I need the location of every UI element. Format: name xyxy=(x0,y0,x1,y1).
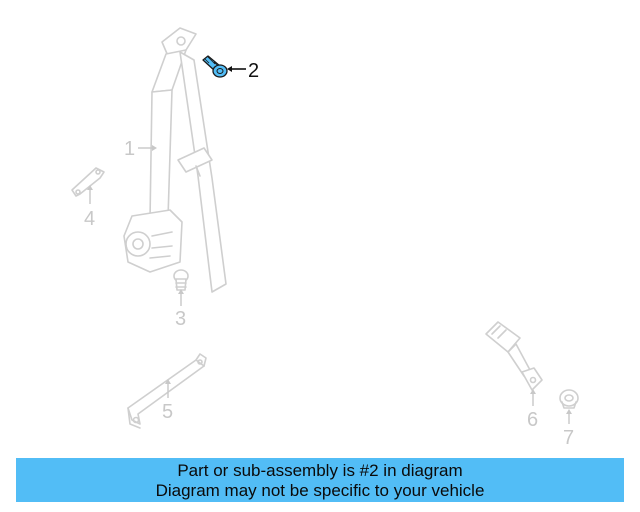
callout-7: 7 xyxy=(563,427,574,449)
callout-1: 1 xyxy=(124,138,135,160)
nut-part-7 xyxy=(559,389,579,409)
callout-3: 3 xyxy=(175,308,186,330)
guide-rail-part-5 xyxy=(127,353,207,429)
caption-line-disclaimer: Diagram may not be specific to your vehi… xyxy=(155,481,485,500)
bracket-part-4 xyxy=(71,167,105,197)
buckle-part-6 xyxy=(485,321,543,391)
callout-5: 5 xyxy=(162,401,173,423)
bolt-part-3 xyxy=(173,269,189,291)
callout-4: 4 xyxy=(84,208,95,230)
callout-2: 2 xyxy=(248,60,259,82)
callout-6: 6 xyxy=(527,409,538,431)
seat-belt-assembly-part xyxy=(123,27,227,293)
caption-banner: Part or sub-assembly is #2 in diagram Di… xyxy=(16,458,624,502)
caption-line-part: Part or sub-assembly is #2 in diagram xyxy=(177,461,463,480)
bolt-part-highlighted[interactable] xyxy=(202,55,228,78)
